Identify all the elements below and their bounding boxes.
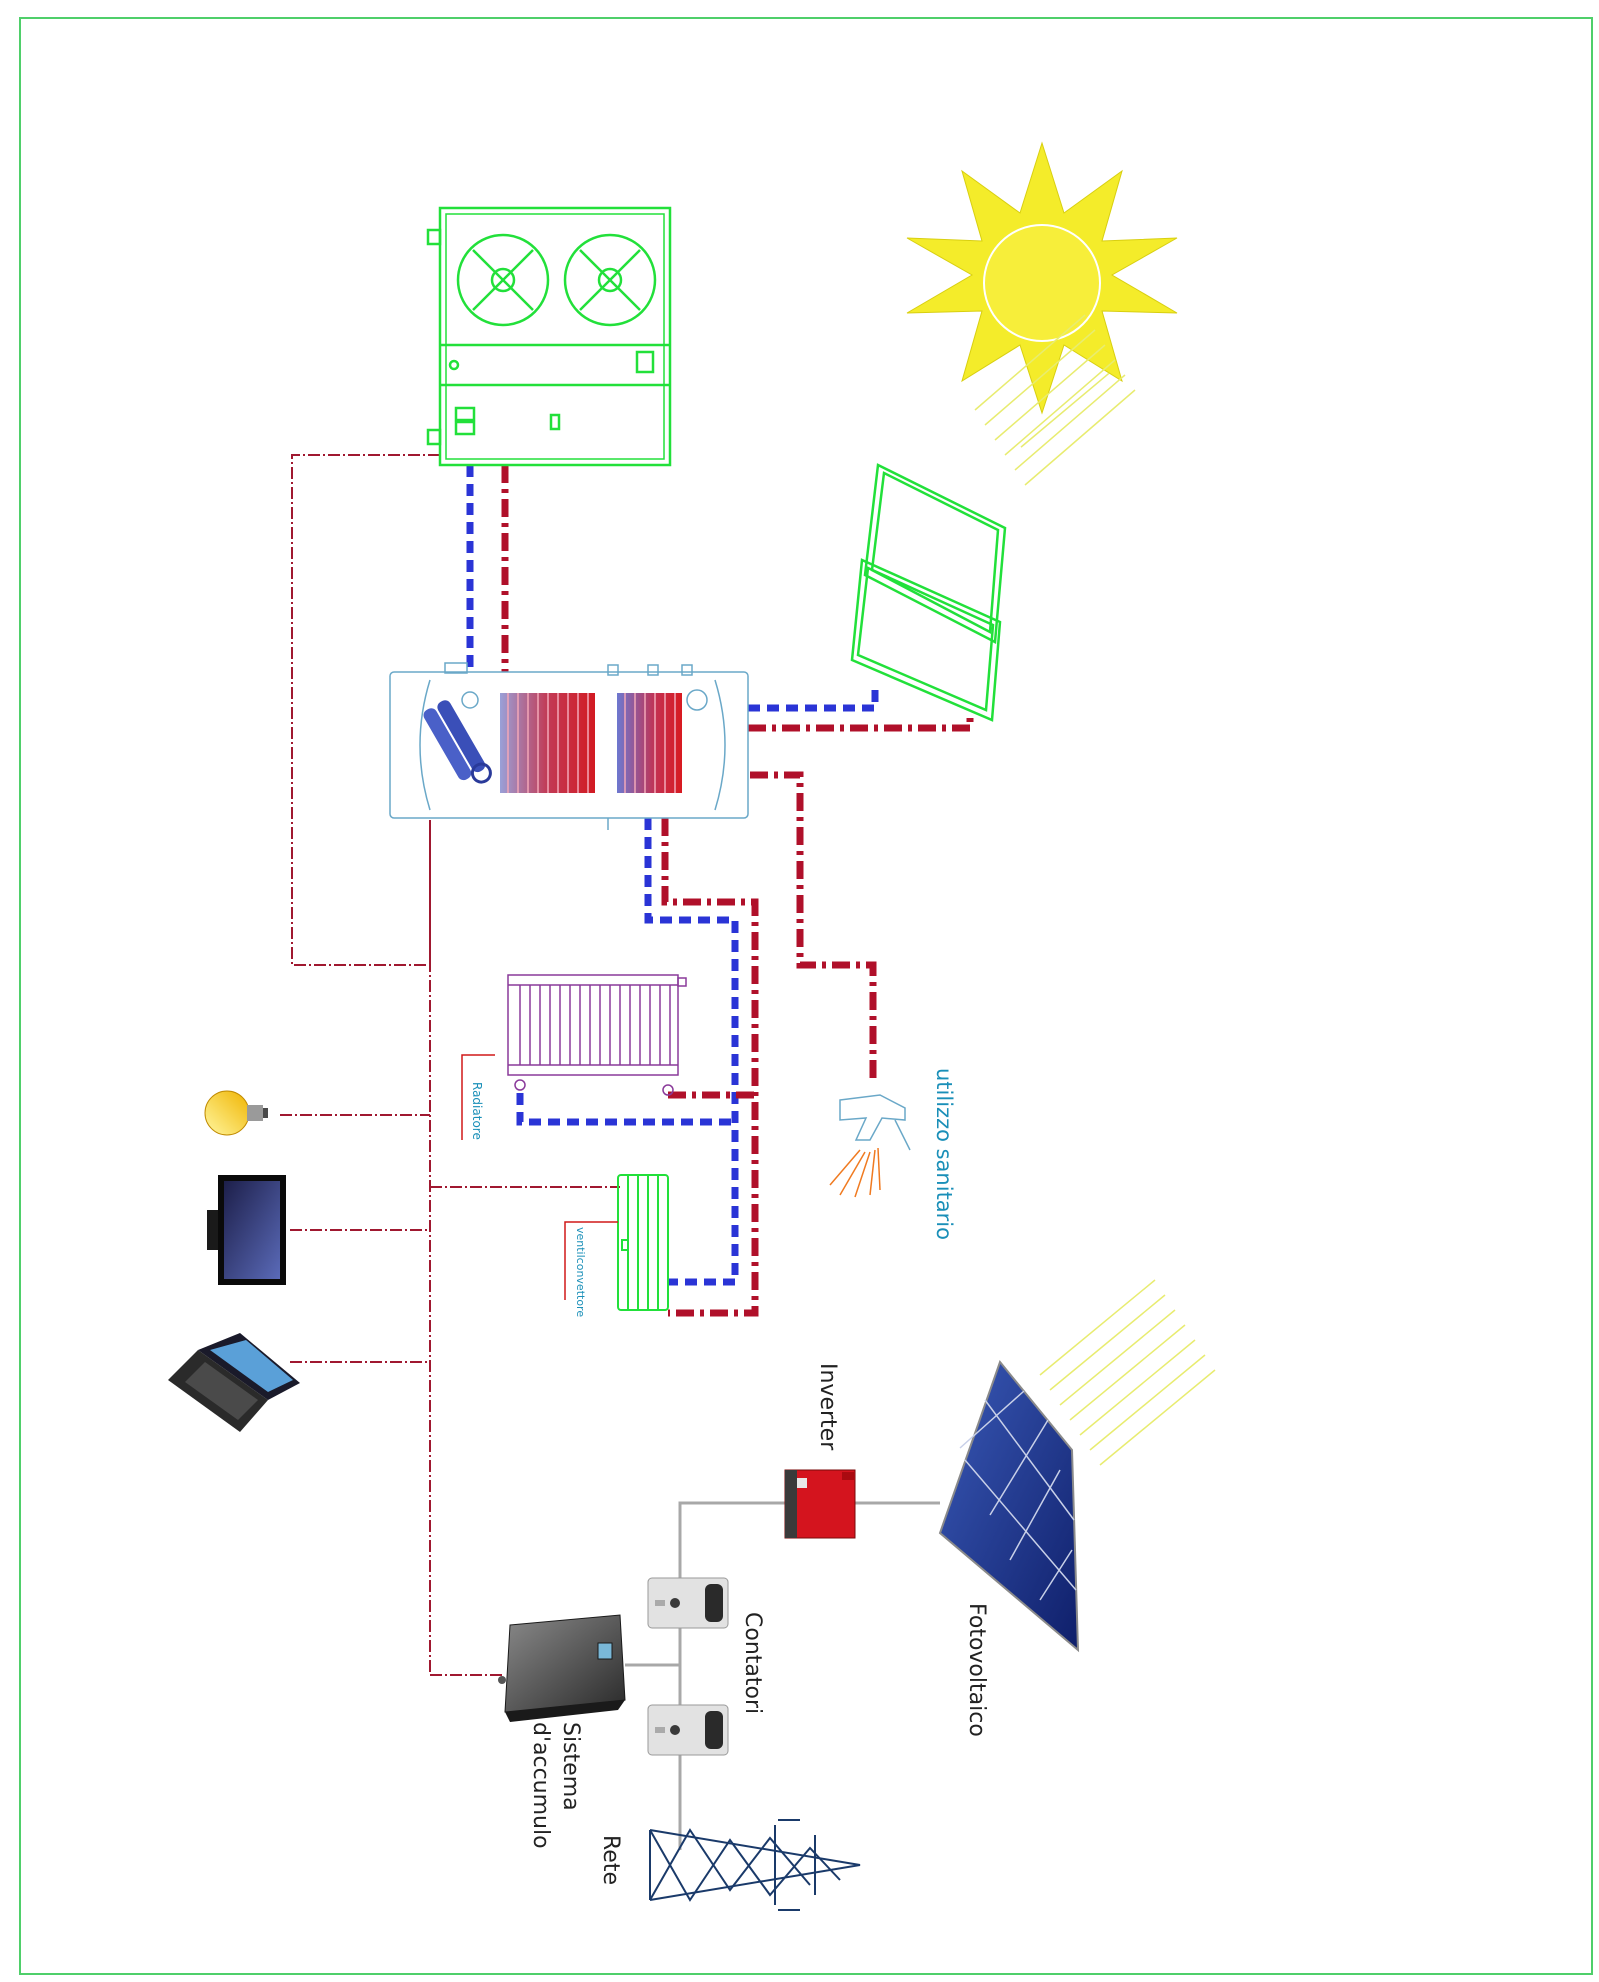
wire-heatpump-to-main — [292, 455, 440, 965]
sun-rays-bottom — [1040, 1280, 1215, 1465]
label-sistema-accumulo-line1: Sistema — [558, 1722, 583, 1811]
wire-inverter-to-meters — [680, 1503, 785, 1850]
pv-wiring — [625, 1503, 940, 1850]
label-sistema-accumulo-line2: d'accumulo — [528, 1722, 553, 1849]
label-contatori: Contatori — [740, 1612, 765, 1714]
laptop-icon — [168, 1333, 300, 1432]
ventilconvettore-unit — [618, 1175, 668, 1310]
inverter-icon — [785, 1470, 855, 1538]
pipe-solar-hot — [748, 712, 970, 728]
tank-coil-right — [617, 693, 682, 793]
meter-lower-icon — [648, 1705, 728, 1755]
label-ventilconvettore: ventilconvettore — [574, 1227, 587, 1317]
sanitary-tap-icon — [840, 1095, 910, 1150]
pipe-distribution-cold — [648, 818, 735, 1282]
label-rete: Rete — [598, 1835, 623, 1885]
label-inverter: Inverter — [815, 1363, 840, 1450]
light-bulb-icon — [205, 1091, 268, 1135]
meter-upper-icon — [648, 1578, 728, 1628]
label-fotovoltaico: Fotovoltaico — [964, 1603, 989, 1737]
tank-coil-center — [500, 693, 595, 793]
sun-icon — [907, 143, 1177, 413]
pipe-solar-cold — [748, 690, 875, 708]
label-radiatore: Radiatore — [470, 1082, 484, 1140]
water-flow-icon — [830, 1148, 880, 1197]
radiator — [508, 975, 686, 1095]
pipe-sanitary-hot — [750, 775, 873, 1080]
ventilconvettore-label-leader — [565, 1222, 618, 1300]
label-utilizzo-sanitario: utilizzo sanitario — [932, 1068, 956, 1240]
tv-icon — [207, 1175, 286, 1285]
tank-coil-left — [421, 698, 493, 792]
cold-pipes — [470, 465, 875, 1282]
battery-storage-icon — [498, 1615, 625, 1722]
solar-thermal-collectors — [852, 465, 1005, 720]
heat-pump-unit — [428, 208, 670, 465]
pv-panel-icon — [940, 1362, 1078, 1650]
fan-right-icon — [565, 235, 655, 325]
fan-left-icon — [458, 235, 548, 325]
